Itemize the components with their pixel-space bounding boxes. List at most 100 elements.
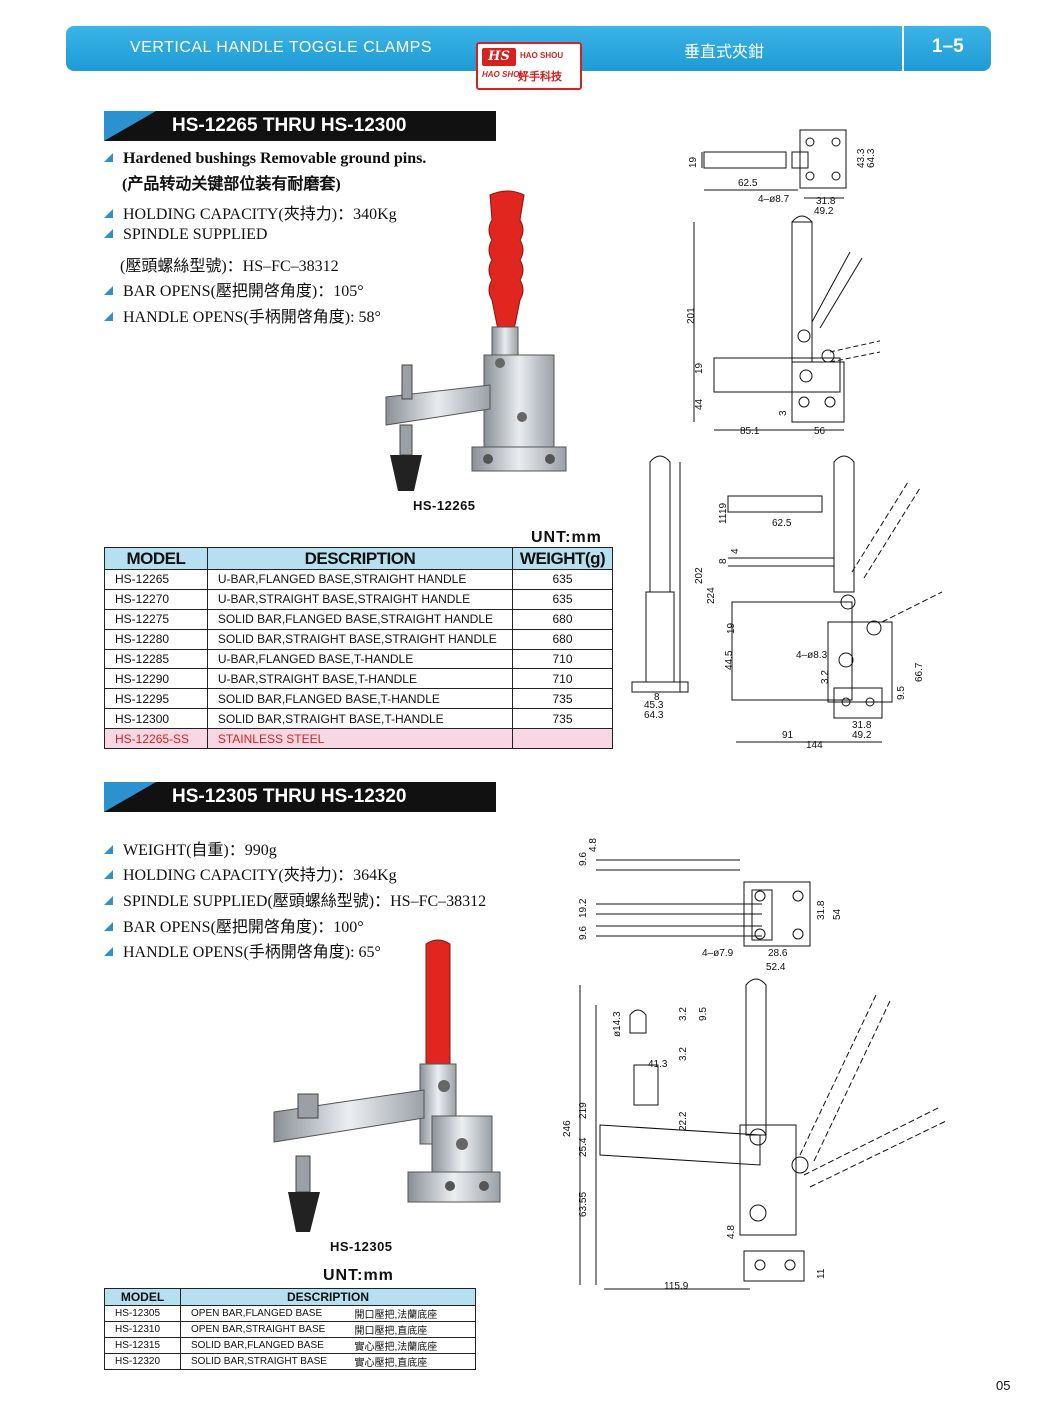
svg-text:22.2: 22.2 — [678, 1111, 689, 1131]
product-photo-hs12265 — [385, 190, 567, 491]
header-page-ref: 1–5 — [932, 36, 964, 57]
svg-text:3.2: 3.2 — [678, 1047, 689, 1061]
svg-text:11: 11 — [718, 513, 729, 524]
svg-text:144: 144 — [806, 740, 823, 751]
table-header-row: MODEL DESCRIPTION WEIGHT(g) — [104, 547, 613, 570]
svg-text:19: 19 — [694, 362, 705, 374]
svg-text:44: 44 — [694, 398, 705, 410]
svg-text:3.2: 3.2 — [678, 1007, 689, 1021]
svg-text:49.2: 49.2 — [814, 206, 834, 217]
svg-text:25.4: 25.4 — [578, 1137, 589, 1157]
header-title-cn: 垂直式夾鉗 — [684, 44, 765, 61]
col-header: MODEL — [104, 547, 208, 570]
col-header: DESCRIPTION — [206, 547, 514, 570]
drawing-hs12305-side — [579, 978, 947, 1290]
svg-text:56: 56 — [814, 426, 826, 437]
triangle-bullet-icon — [104, 922, 113, 931]
svg-text:3.2: 3.2 — [820, 670, 831, 684]
svg-text:19: 19 — [718, 502, 729, 514]
drawing-hs12265-side — [631, 455, 943, 743]
spec-item: HOLDING CAPACITY(夾持力)：340Kg — [104, 200, 397, 224]
svg-text:201: 201 — [686, 307, 697, 324]
brand-logo: HS HAO SHOU HAO SHOU 好手科技 — [476, 42, 582, 90]
svg-text:4–ø8.7: 4–ø8.7 — [758, 194, 790, 205]
spec-item: BAR OPENS(壓把開啓角度)：100° — [104, 913, 364, 937]
svg-text:62.5: 62.5 — [738, 178, 758, 189]
svg-text:ø14.3: ø14.3 — [612, 1011, 623, 1037]
col-header: WEIGHT(g) — [512, 547, 613, 570]
svg-text:44.5: 44.5 — [724, 650, 735, 670]
svg-text:8: 8 — [718, 558, 729, 564]
unit-label: UNT:mm — [531, 529, 602, 546]
unit-label: UNT:mm — [323, 1267, 394, 1284]
svg-text:19.2: 19.2 — [578, 898, 589, 918]
svg-text:8: 8 — [654, 692, 660, 703]
svg-text:202: 202 — [694, 567, 705, 584]
svg-text:85.1: 85.1 — [740, 426, 760, 437]
header-divider — [902, 26, 904, 71]
svg-text:115.9: 115.9 — [664, 1281, 689, 1292]
spec-item: HANDLE OPENS(手柄開啓角度): 58° — [104, 303, 381, 327]
spec-item: (壓頭螺絲型號)：HS–FC–38312 — [120, 258, 339, 275]
drawing-hs12265-side-dims: 19 11 62.5 8 4 202 224 19 44.5 4–ø8.3 3.… — [644, 502, 925, 751]
spec-item: WEIGHT(自重)：990g — [104, 836, 277, 860]
product-photo-hs12305 — [273, 939, 501, 1232]
triangle-bullet-icon — [104, 229, 113, 238]
photo-label: HS-12265 — [413, 498, 476, 513]
col-header: DESCRIPTION — [180, 1288, 476, 1306]
svg-text:45.3: 45.3 — [644, 700, 664, 711]
triangle-bullet-icon — [104, 312, 113, 321]
svg-text:43.3: 43.3 — [856, 148, 867, 168]
title-triangle-icon — [104, 111, 156, 141]
drawing-hs12305-side-dims: ø14.3 3.2 9.5 3.2 41.3 22.2 246 219 25.4… — [562, 1007, 827, 1292]
logo-name-en-italic: HAO SHOU — [482, 70, 526, 79]
svg-text:52.4: 52.4 — [766, 962, 786, 973]
spec-item: BAR OPENS(壓把開啓角度)：105° — [104, 277, 364, 301]
spec-item: Hardened bushings Removable ground pins. — [104, 150, 426, 168]
svg-text:64.3: 64.3 — [644, 710, 664, 721]
svg-text:9.6: 9.6 — [578, 926, 589, 940]
spec-item: HANDLE OPENS(手柄開啓角度): 65° — [104, 938, 381, 962]
svg-text:49.2: 49.2 — [852, 730, 872, 741]
svg-text:4.8: 4.8 — [726, 1225, 737, 1239]
table-header-row: MODEL DESCRIPTION — [104, 1288, 476, 1306]
svg-text:64.3: 64.3 — [866, 148, 877, 168]
header-title-en: VERTICAL HANDLE TOGGLE CLAMPS — [130, 39, 432, 56]
spec-item: (产品转动关键部位装有耐磨套) — [122, 176, 341, 193]
svg-text:9.5: 9.5 — [698, 1007, 709, 1021]
svg-text:31.8: 31.8 — [852, 720, 872, 731]
svg-text:11: 11 — [816, 1268, 827, 1279]
svg-text:224: 224 — [706, 587, 717, 604]
photo-label: HS-12305 — [330, 1239, 393, 1254]
svg-text:41.3: 41.3 — [648, 1059, 668, 1070]
svg-text:246: 246 — [562, 1120, 573, 1137]
spec-item: SPINDLE SUPPLIED — [104, 226, 267, 244]
drawing-hs12265-top-dims: 19 62.5 4–ø8.7 31.8 49.2 43.3 64.3 201 1… — [686, 148, 877, 437]
svg-text:4–ø8.3: 4–ø8.3 — [796, 650, 828, 661]
section1-title: HS-12265 THRU HS-12300 — [104, 111, 496, 141]
svg-text:31.8: 31.8 — [816, 900, 827, 920]
svg-text:9.5: 9.5 — [896, 686, 907, 700]
logo-mark: HS — [482, 48, 516, 66]
drawing-hs12305-top-dims: 4.8 9.6 19.2 9.6 31.8 54 4–ø7.9 28.6 52.… — [578, 838, 843, 973]
svg-text:219: 219 — [578, 1102, 589, 1119]
svg-text:31.8: 31.8 — [816, 196, 836, 207]
svg-text:3: 3 — [778, 410, 789, 416]
triangle-bullet-icon — [104, 209, 113, 218]
svg-text:28.6: 28.6 — [768, 948, 788, 959]
logo-name-cn: 好手科技 — [518, 71, 562, 83]
page-number: 05 — [996, 1378, 1011, 1393]
logo-name-en: HAO SHOU — [520, 51, 564, 60]
